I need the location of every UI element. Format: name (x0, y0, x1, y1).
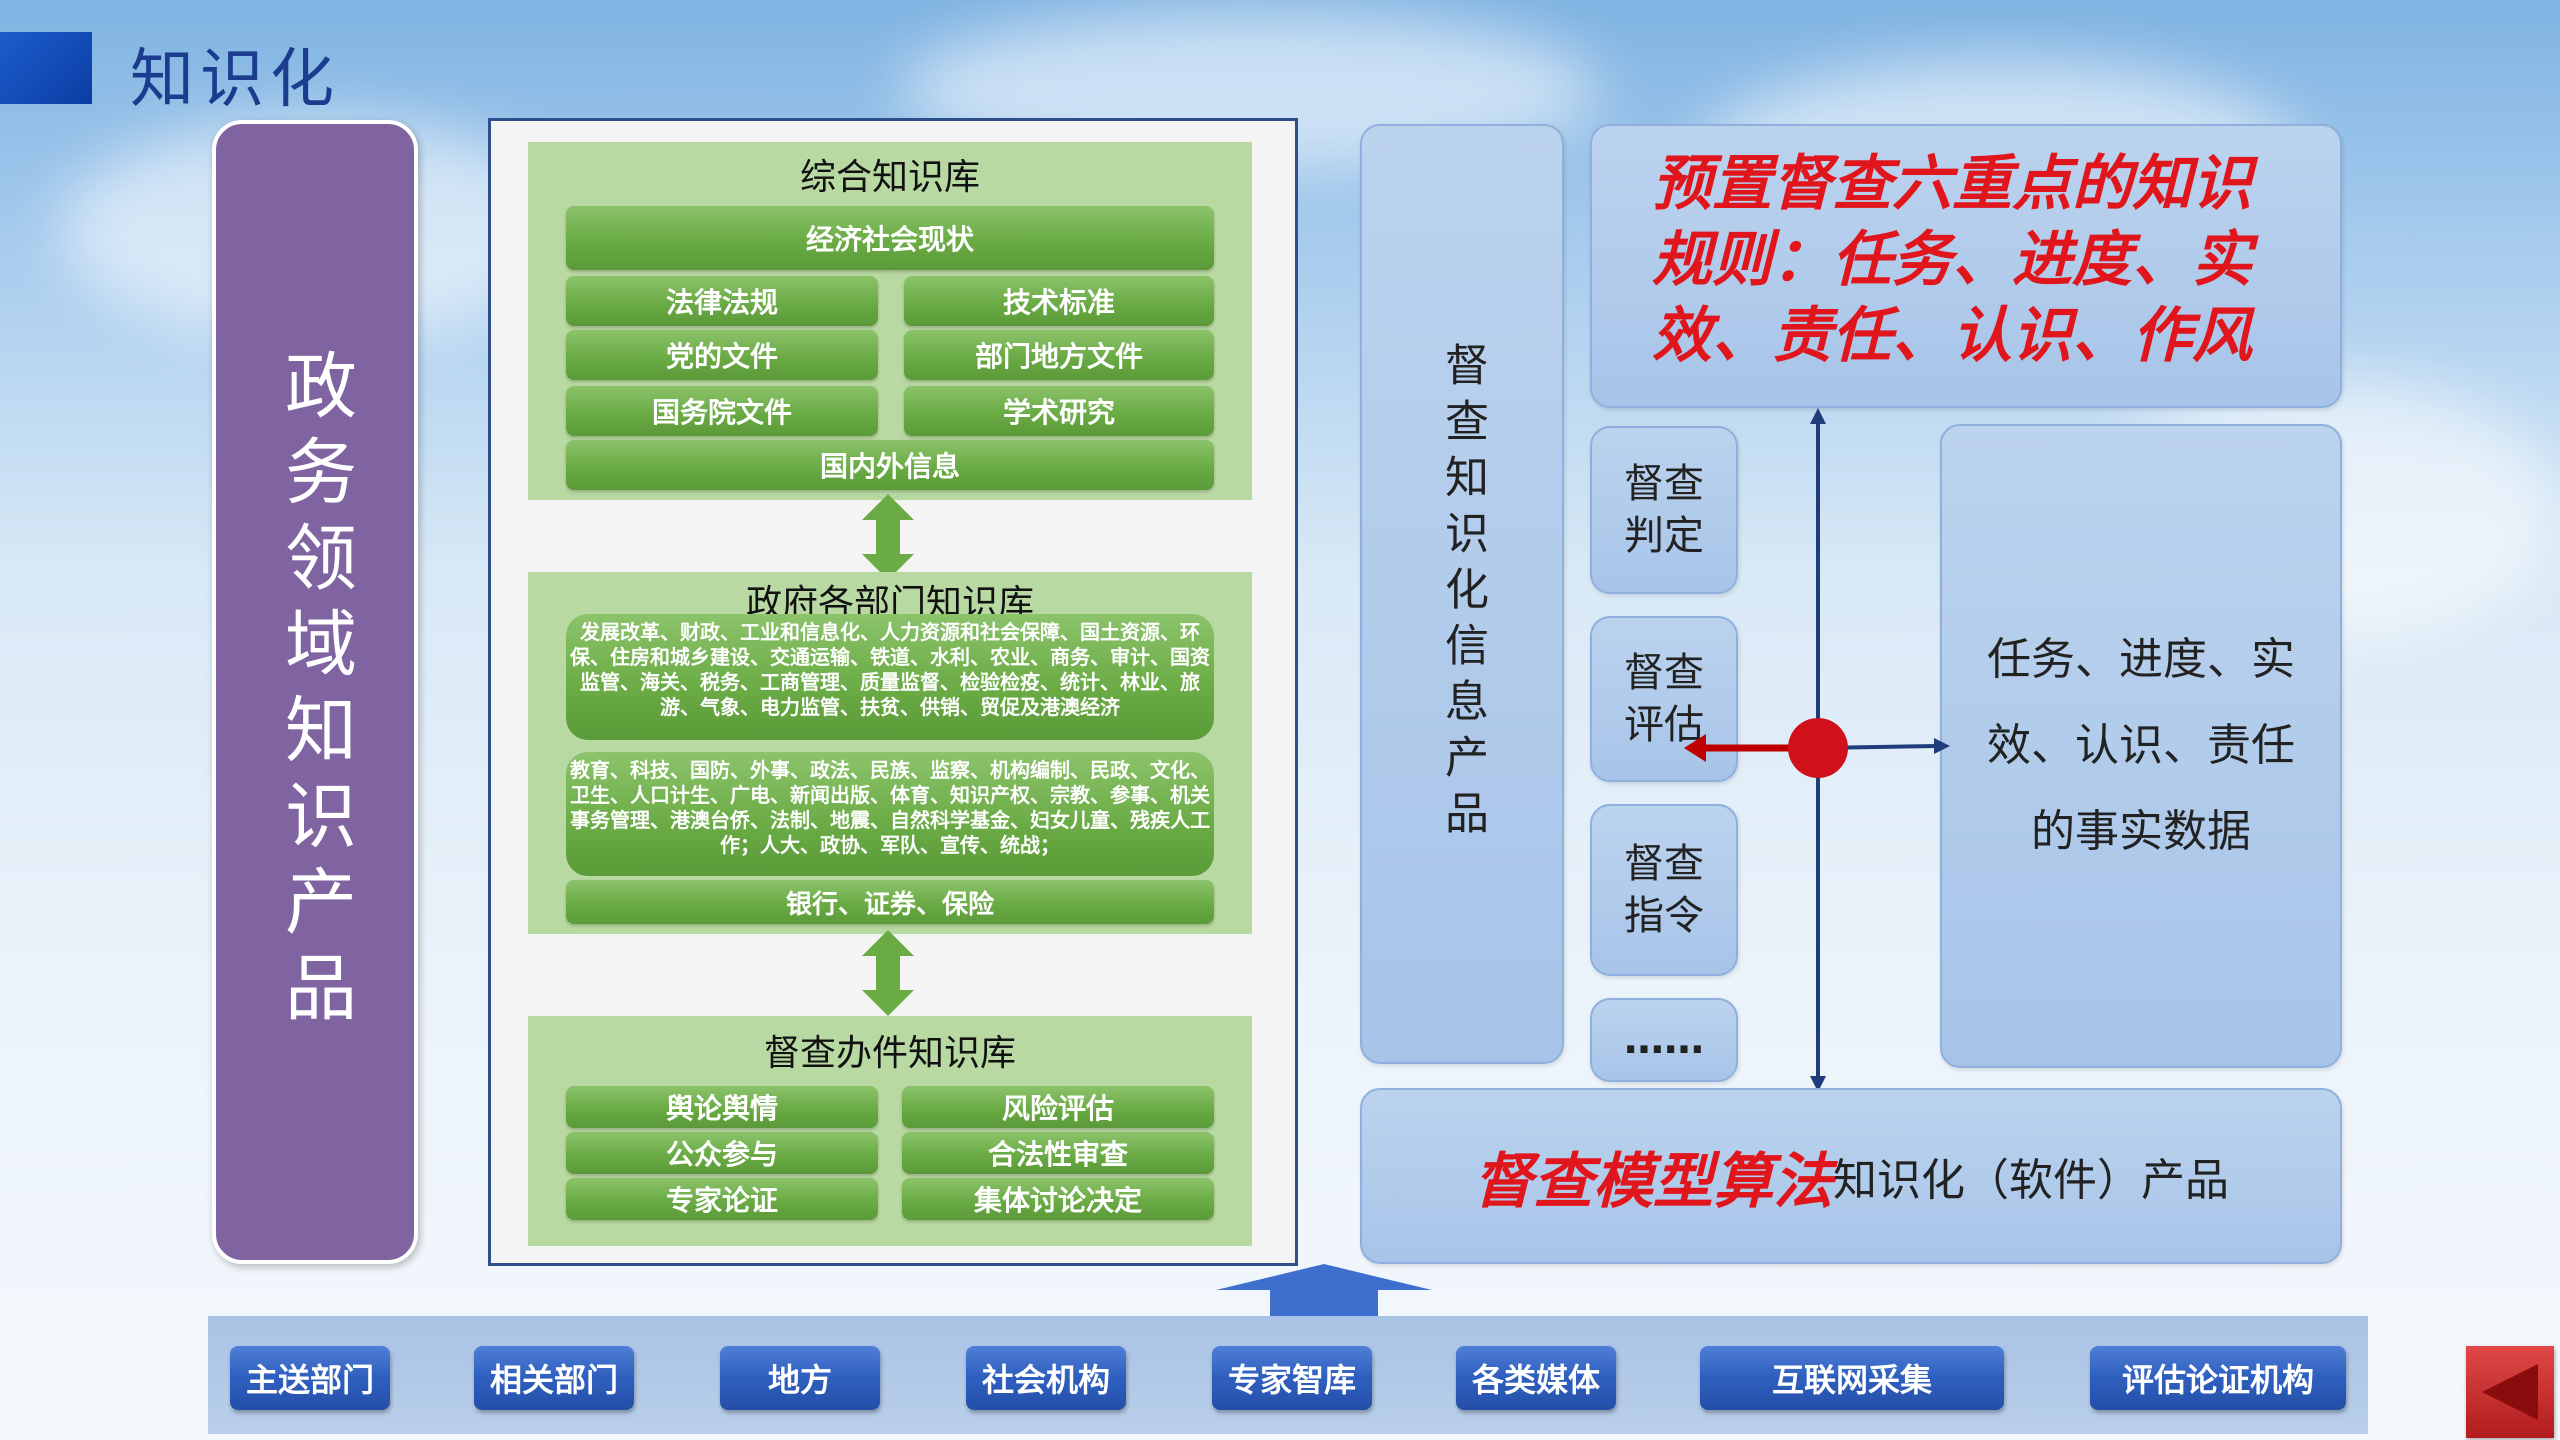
kb-item-legality-review[interactable]: 合法性审查 (902, 1132, 1214, 1174)
kb-item-bank-securities-insurance[interactable]: 银行、证券、保险 (566, 880, 1214, 924)
connector-lines (1684, 408, 1950, 1092)
kb-item-public-participation[interactable]: 公众参与 (566, 1132, 878, 1174)
kb-item-tech-standards[interactable]: 技术标准 (904, 276, 1214, 326)
supervision-assess-box[interactable]: 督查评估 (1590, 616, 1738, 782)
supervision-judge-box[interactable]: 督查判定 (1590, 426, 1738, 594)
triangle-left-icon (2482, 1364, 2538, 1420)
model-algorithm-product-box: 督查模型算法知识化（软件）产品 (1360, 1088, 2342, 1264)
fact-data-box: 任务、进度、实效、认识、责任的事实数据 (1940, 424, 2342, 1068)
header-accent-square (0, 32, 92, 104)
more-actions-box[interactable]: …… (1590, 998, 1738, 1082)
previous-slide-button[interactable] (2466, 1346, 2554, 1438)
preset-rules-box: 预置督查六重点的知识规则：任务、进度、实效、责任、认识、作风 (1590, 124, 2342, 408)
kb-item-risk-assessment[interactable]: 风险评估 (902, 1086, 1214, 1128)
supervision-info-product-label: 督查知识化信息产品 (1437, 342, 1488, 846)
model-algorithm-label: 督查模型算法 (1473, 1146, 1833, 1217)
source-internet-collection[interactable]: 互联网采集 (1700, 1346, 2004, 1410)
kb-item-domestic-foreign-info[interactable]: 国内外信息 (566, 440, 1214, 490)
kb-item-expert-argument[interactable]: 专家论证 (566, 1178, 878, 1220)
source-local[interactable]: 地方 (720, 1346, 880, 1410)
comprehensive-kb-title: 综合知识库 (799, 157, 980, 198)
source-main-dept[interactable]: 主送部门 (230, 1346, 390, 1410)
source-evaluation-org[interactable]: 评估论证机构 (2090, 1346, 2346, 1410)
kb-item-collective-decision[interactable]: 集体讨论决定 (902, 1178, 1214, 1220)
kb-item-academic-research[interactable]: 学术研究 (904, 386, 1214, 436)
kb-item-laws[interactable]: 法律法规 (566, 276, 878, 326)
kb-item-dept-local-docs[interactable]: 部门地方文件 (904, 330, 1214, 380)
gov-departments-list-1: 发展改革、财政、工业和信息化、人力资源和社会保障、国土资源、环保、住房和城乡建设… (566, 614, 1214, 740)
preset-rules-text: 预置督查六重点的知识规则：任务、进度、实效、责任、认识、作风 (1652, 149, 2252, 371)
supervision-info-product-box: 督查知识化信息产品 (1360, 124, 1564, 1064)
kb-item-state-council-docs[interactable]: 国务院文件 (566, 386, 878, 436)
supervision-command-box[interactable]: 督查指令 (1590, 804, 1738, 976)
page-title: 知识化 (130, 43, 340, 117)
domain-knowledge-product-label: 政务领域知识产品 (272, 348, 357, 1036)
supervision-kb-title: 督查办件知识库 (763, 1033, 1016, 1074)
double-arrow-icon (862, 494, 914, 580)
kb-item-party-docs[interactable]: 党的文件 (566, 330, 878, 380)
kb-item-economy-society[interactable]: 经济社会现状 (566, 206, 1214, 270)
up-arrow-icon (1216, 1264, 1432, 1318)
source-expert-think-tank[interactable]: 专家智库 (1212, 1346, 1372, 1410)
model-product-label: 知识化（软件）产品 (1833, 1155, 2229, 1206)
source-related-dept[interactable]: 相关部门 (474, 1346, 634, 1410)
double-arrow-icon (862, 930, 914, 1016)
kb-item-public-opinion[interactable]: 舆论舆情 (566, 1086, 878, 1128)
source-media[interactable]: 各类媒体 (1456, 1346, 1616, 1410)
gov-departments-list-2: 教育、科技、国防、外事、政法、民族、监察、机构编制、民政、文化、卫生、人口计生、… (566, 752, 1214, 876)
domain-knowledge-product-column: 政务领域知识产品 (212, 120, 418, 1264)
source-social-org[interactable]: 社会机构 (966, 1346, 1126, 1410)
